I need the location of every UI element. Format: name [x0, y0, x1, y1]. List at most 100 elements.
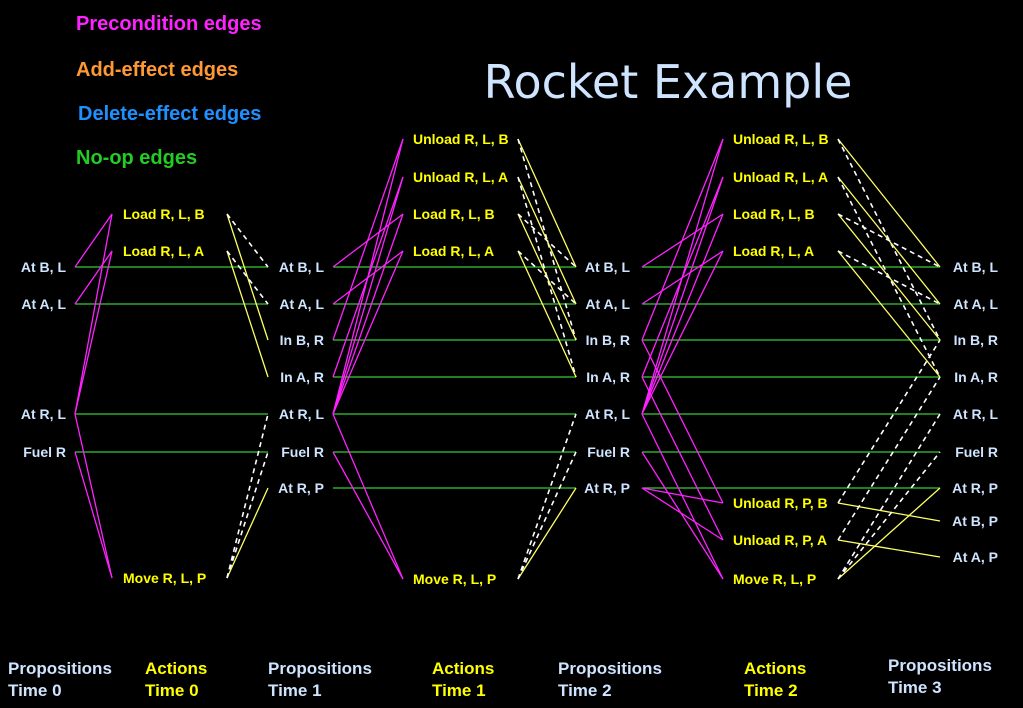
- add-effect-edge: [226, 250, 269, 378]
- delete-effect-edge: [226, 250, 269, 305]
- proposition-node: In B, R: [954, 332, 998, 348]
- delete-effect-edge: [517, 176, 577, 378]
- legend-noop: No-op edges: [76, 147, 197, 169]
- delete-effect-edge: [226, 451, 269, 579]
- proposition-node: Fuel R: [955, 444, 998, 460]
- level-kind-label: Actions: [145, 659, 207, 678]
- precondition-edge: [74, 213, 113, 268]
- action-node: Move R, L, P: [733, 571, 816, 587]
- action-node: Move R, L, P: [123, 570, 206, 586]
- level-time-label: Time 0: [8, 681, 62, 700]
- precondition-edge: [74, 213, 113, 415]
- legend-delete-effect: Delete-effect edges: [78, 103, 261, 125]
- precondition-edge: [332, 413, 404, 580]
- proposition-node: At A, L: [21, 296, 66, 312]
- action-node: Unload R, L, B: [733, 131, 829, 147]
- proposition-node: At B, L: [279, 259, 325, 275]
- action-node: Move R, L, P: [413, 571, 496, 587]
- proposition-node: At R, L: [953, 406, 999, 422]
- precondition-edge: [74, 250, 113, 305]
- action-node: Load R, L, A: [123, 243, 204, 259]
- proposition-node: At A, L: [585, 296, 630, 312]
- add-effect-edge: [837, 539, 941, 558]
- add-effect-edge: [837, 502, 941, 522]
- proposition-node: In A, R: [954, 369, 998, 385]
- level-time-label: Time 2: [558, 681, 612, 700]
- level-time-label: Time 1: [432, 681, 486, 700]
- precondition-edge: [641, 339, 724, 504]
- proposition-node: At R, L: [279, 406, 325, 422]
- action-node: Load R, L, A: [733, 243, 814, 259]
- proposition-node: At B, L: [585, 259, 631, 275]
- precondition-edge: [74, 413, 113, 579]
- action-node: Unload R, P, B: [733, 495, 828, 511]
- action-node: Load R, L, B: [123, 206, 205, 222]
- level-time-label: Time 2: [744, 681, 798, 700]
- precondition-edge: [74, 451, 113, 579]
- proposition-node: At B, P: [952, 513, 998, 529]
- add-effect-edge: [517, 138, 577, 268]
- delete-effect-edge: [837, 451, 941, 580]
- proposition-node: Fuel R: [587, 444, 630, 460]
- proposition-node: In B, R: [586, 332, 630, 348]
- add-effect-edge: [837, 487, 941, 580]
- level-time-label: Time 1: [268, 681, 322, 700]
- action-node: Unload R, L, A: [733, 169, 828, 185]
- precondition-edge: [74, 250, 113, 415]
- precondition-edge: [641, 213, 724, 415]
- proposition-node: At A, L: [279, 296, 324, 312]
- delete-effect-edge: [517, 138, 577, 341]
- level-kind-label: Propositions: [8, 659, 112, 678]
- precondition-edge: [641, 213, 724, 268]
- delete-effect-edge: [517, 250, 577, 305]
- proposition-node: At B, L: [21, 259, 67, 275]
- add-effect-edge: [837, 250, 941, 378]
- delete-effect-edge: [517, 451, 577, 580]
- precondition-edge: [332, 176, 404, 415]
- precondition-edge: [641, 487, 724, 541]
- proposition-node: In A, R: [280, 369, 324, 385]
- add-effect-edge: [226, 213, 269, 341]
- add-effect-edge: [837, 138, 941, 268]
- level-time-label: Time 0: [145, 681, 199, 700]
- add-effect-edge: [517, 487, 577, 580]
- add-effect-edge: [226, 487, 269, 579]
- precondition-edge: [332, 213, 404, 415]
- proposition-node: At R, L: [585, 406, 631, 422]
- level-kind-label: Propositions: [268, 659, 372, 678]
- precondition-edge: [641, 250, 724, 305]
- action-node: Load R, L, A: [413, 243, 494, 259]
- precondition-edge: [332, 451, 404, 580]
- legend: Precondition edges Add-effect edges Dele…: [76, 13, 262, 169]
- level-kind-label: Propositions: [558, 659, 662, 678]
- level-time-label: Time 3: [888, 678, 942, 697]
- precondition-edge: [641, 250, 724, 415]
- proposition-node: At A, P: [953, 549, 998, 565]
- level-kind-label: Actions: [432, 659, 494, 678]
- action-node: Load R, L, B: [413, 206, 495, 222]
- action-node: Unload R, L, B: [413, 131, 509, 147]
- delete-effect-edge: [517, 213, 577, 268]
- precondition-edge: [332, 213, 404, 268]
- precondition-edge: [641, 376, 724, 541]
- delete-effect-edge: [837, 250, 941, 305]
- diagram-title: Rocket Example: [484, 55, 853, 109]
- add-effect-edge: [517, 250, 577, 378]
- nodes: At B, L At A, L At R, L Fuel R At B, L At A, …: [21, 131, 999, 587]
- delete-effect-edge: [837, 339, 941, 504]
- proposition-node: At R, P: [278, 480, 324, 496]
- action-node: Unload R, P, A: [733, 532, 827, 548]
- proposition-node: At R, P: [584, 480, 630, 496]
- proposition-node: Fuel R: [281, 444, 324, 460]
- proposition-node: At R, P: [952, 480, 998, 496]
- proposition-node: At A, L: [953, 296, 998, 312]
- delete-effect-edge: [226, 213, 269, 268]
- precondition-edge: [332, 138, 404, 341]
- proposition-node: At R, L: [21, 406, 67, 422]
- delete-effect-edge: [517, 413, 577, 580]
- legend-add-effect: Add-effect edges: [76, 59, 238, 81]
- action-node: Unload R, L, A: [413, 169, 508, 185]
- precondition-edge: [641, 138, 724, 341]
